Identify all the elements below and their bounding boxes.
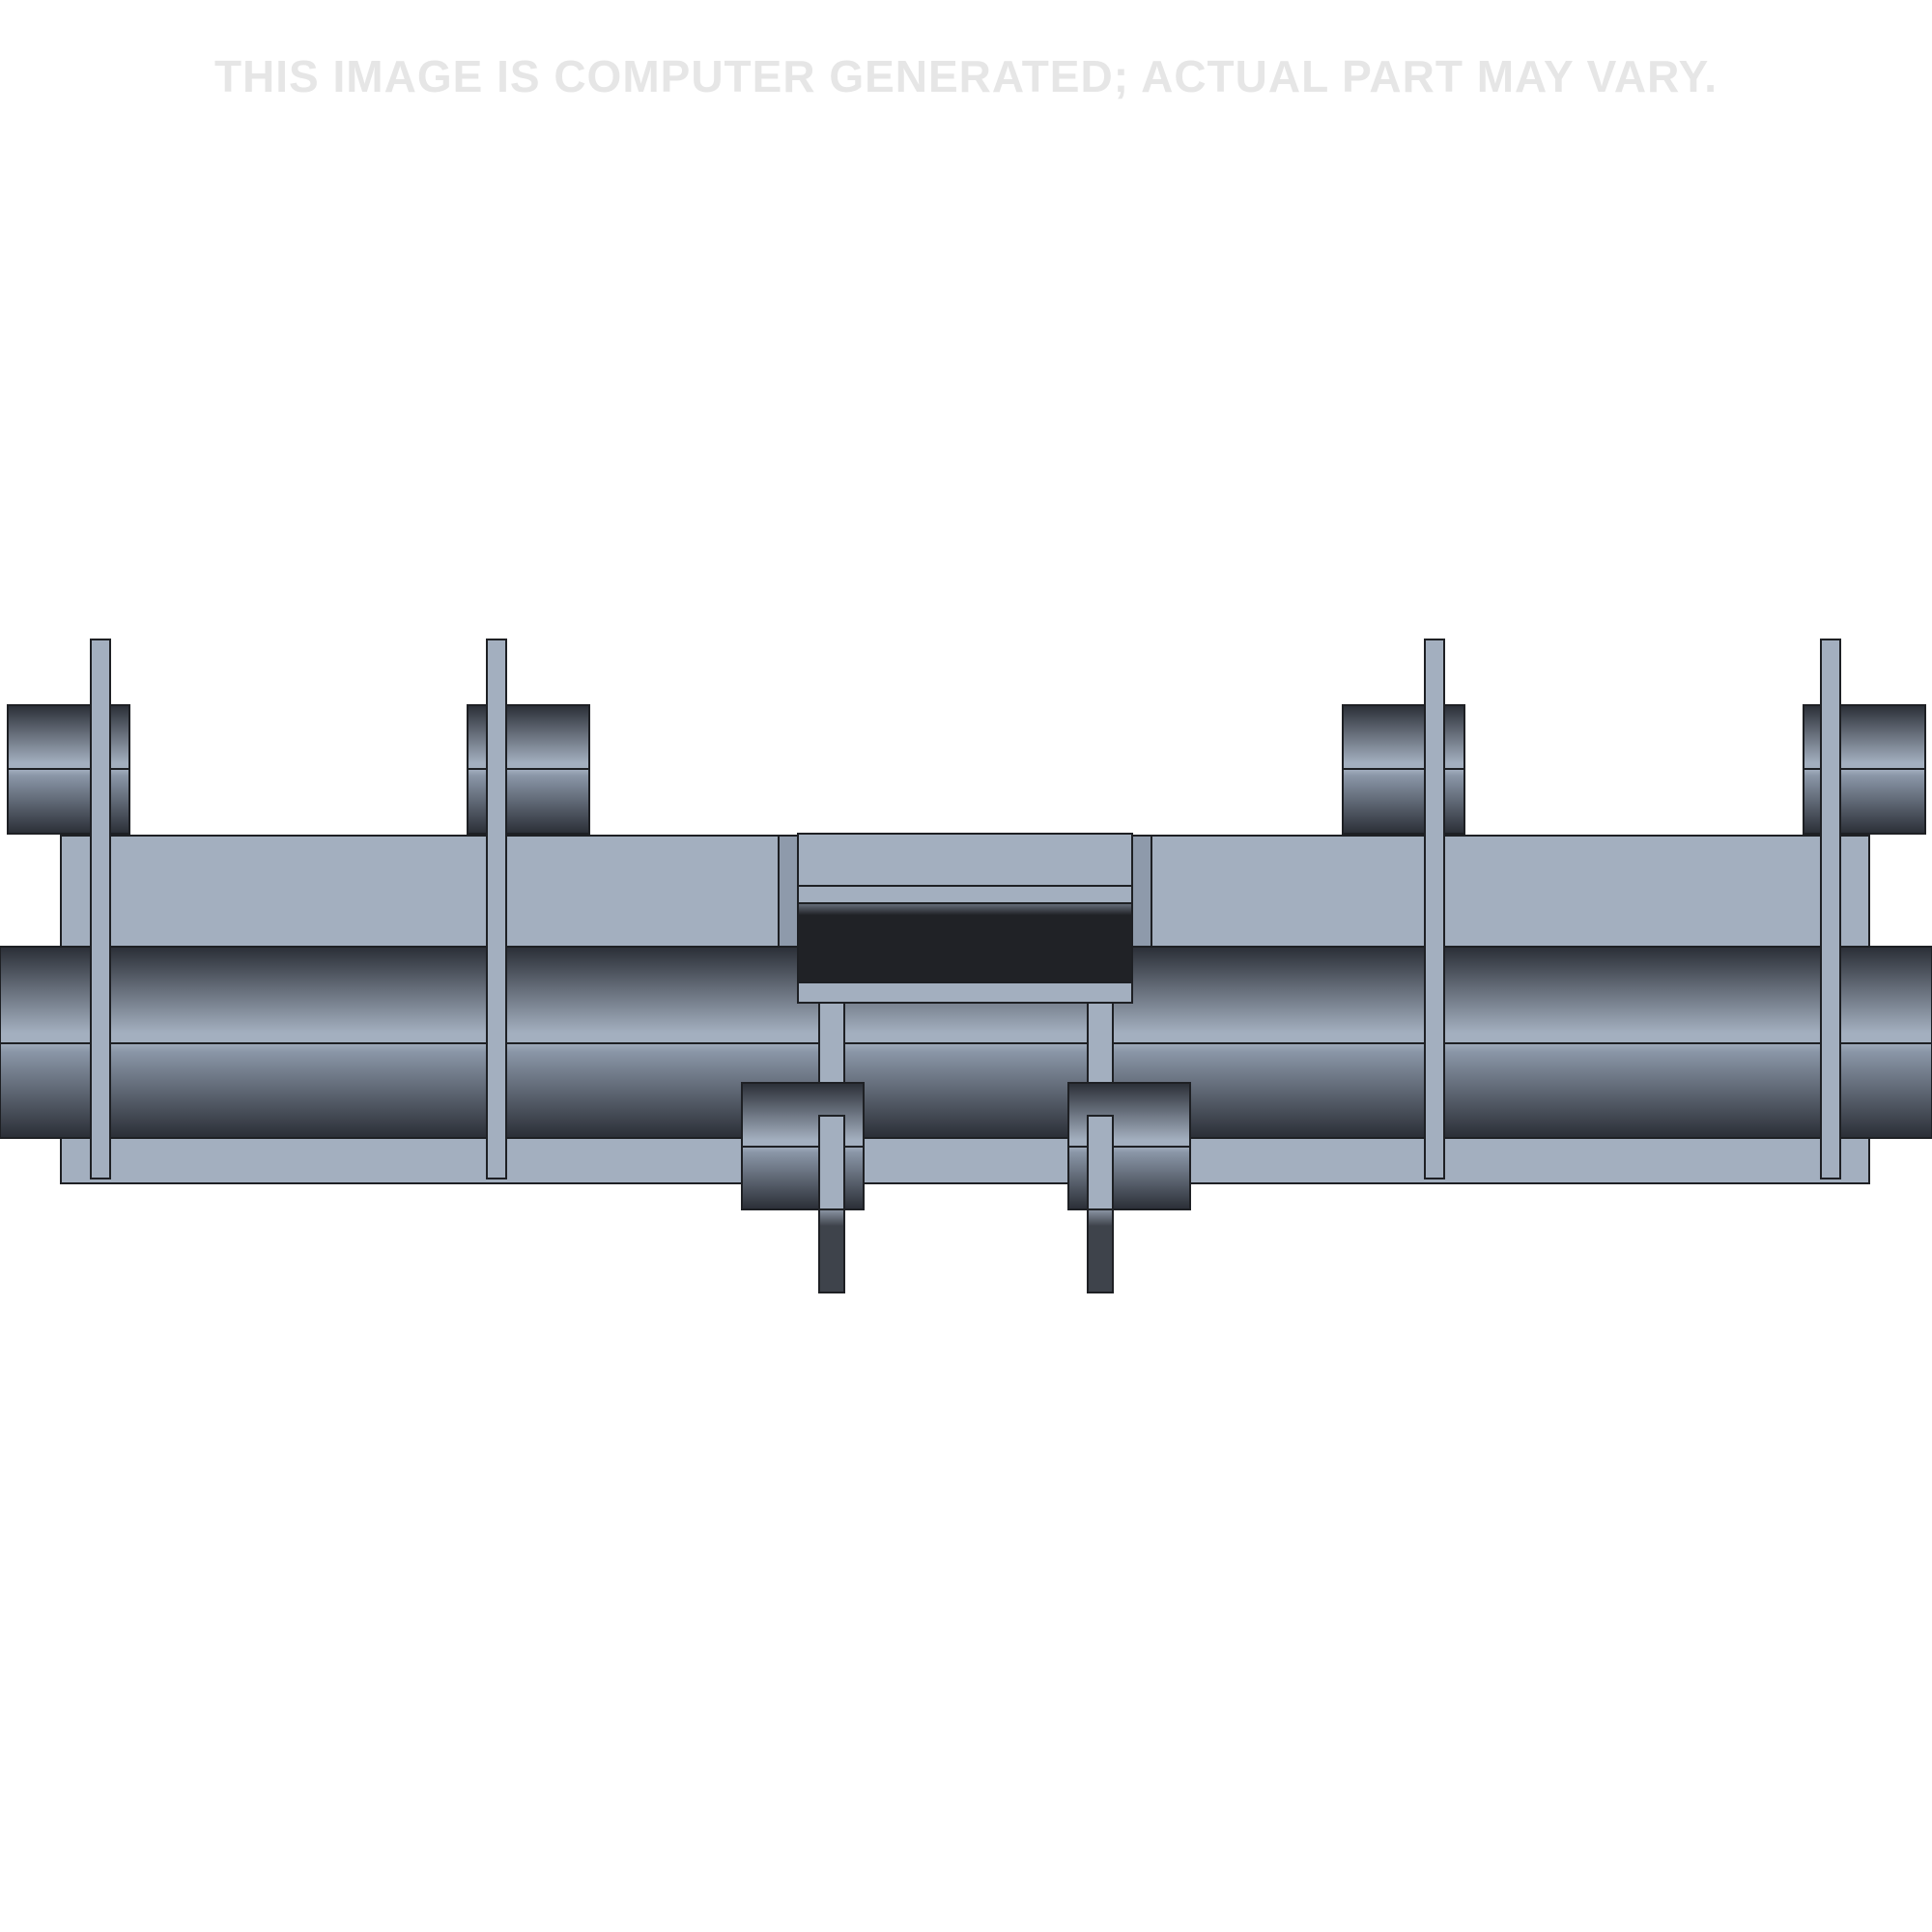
center-housing — [797, 833, 1133, 1004]
vertical-strap-4 — [1820, 639, 1841, 1179]
pin-right — [1087, 1208, 1114, 1293]
upper-bushing-3 — [1342, 704, 1465, 835]
plate-notch-left — [778, 835, 799, 948]
computer-generated-disclaimer: THIS IMAGE IS COMPUTER GENERATED; ACTUAL… — [213, 51, 1719, 101]
lower-bushing-left — [741, 1082, 865, 1210]
plate-notch-right — [1131, 835, 1152, 948]
lower-strap-left-front — [818, 1115, 845, 1213]
lower-strap-right-front — [1087, 1115, 1114, 1213]
vertical-strap-1 — [90, 639, 111, 1179]
vertical-strap-2 — [486, 639, 507, 1179]
upper-bushing-1 — [7, 704, 130, 835]
upper-bushing-2 — [467, 704, 590, 835]
lower-bushing-right — [1067, 1082, 1191, 1210]
rubber-block — [797, 902, 1133, 983]
pin-left — [818, 1208, 845, 1293]
vertical-strap-3 — [1424, 639, 1445, 1179]
